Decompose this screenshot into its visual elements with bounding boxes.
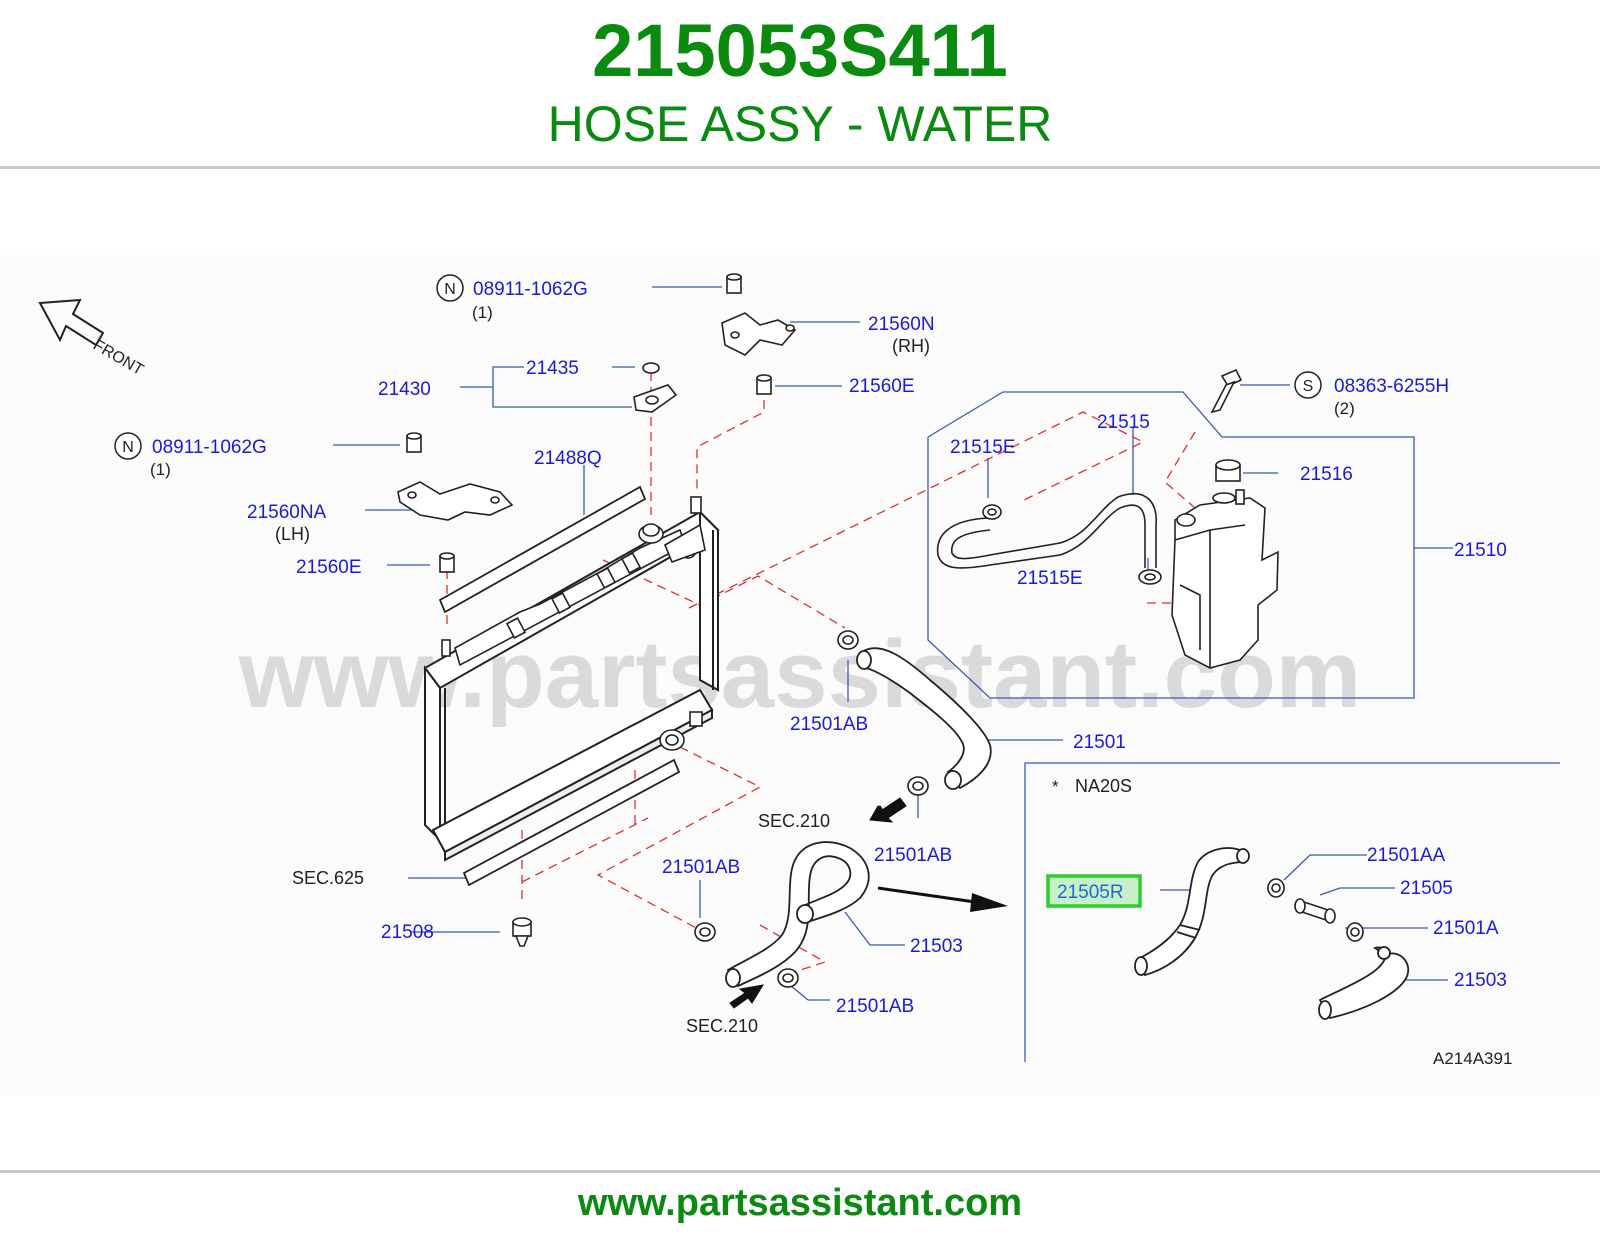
callout-21501ab-right[interactable]: 21501AB: [874, 845, 952, 866]
callout-21488q[interactable]: 21488Q: [534, 448, 602, 469]
reservoir-cap-21516: [1215, 459, 1241, 482]
callout-21516[interactable]: 21516: [1300, 464, 1353, 485]
callout-21515[interactable]: 21515: [1097, 412, 1150, 433]
detail-clamp-21501aa: [1267, 878, 1285, 898]
upper-hose-21501: [856, 647, 992, 790]
detail-hose-21505r: [1134, 847, 1250, 977]
callout-sec210-top[interactable]: SEC.210: [758, 811, 830, 831]
detail-connector-21505: [1294, 898, 1336, 924]
footer-divider: [0, 1170, 1600, 1173]
parts-diagram: www.partsassistant.com FRONT: [0, 255, 1600, 1095]
radiator-top-tank: [454, 528, 686, 667]
radiator-outlet: [659, 711, 703, 751]
callout-qty-top: (1): [472, 303, 493, 322]
callout-21435[interactable]: 21435: [526, 358, 579, 379]
callout-qty-bolt: (2): [1334, 399, 1355, 418]
reservoir-tank-21510: [1171, 489, 1279, 669]
callout-qty-left: (1): [150, 460, 171, 479]
cap-plate-21430: [633, 384, 678, 413]
radiator-cap: [638, 496, 706, 564]
detail-clamp-21501a: [1346, 922, 1364, 942]
clamp-21515e-top: [982, 504, 1002, 520]
callout-21508[interactable]: 21508: [381, 922, 434, 943]
clamp-21501ab-mid: [837, 630, 859, 650]
arrow-to-sec210-top-icon: [869, 797, 907, 823]
callout-na20s-star: *: [1052, 777, 1059, 796]
detail-box-outline: [1024, 762, 1560, 1062]
marker-n-top-icon: N: [436, 274, 464, 302]
callout-08911-1062g-top[interactable]: 08911-1062G: [473, 279, 588, 300]
svg-text:N: N: [444, 281, 456, 298]
callout-21501ab-bottom[interactable]: 21501AB: [836, 996, 914, 1017]
callout-rh: (RH): [892, 336, 930, 356]
callout-21503-right[interactable]: 21503: [1454, 970, 1507, 991]
callout-21560n[interactable]: 21560N: [868, 314, 935, 335]
callout-sec625[interactable]: SEC.625: [292, 868, 364, 888]
callout-21430[interactable]: 21430: [378, 379, 431, 400]
bottom-strip-sec625: [462, 758, 681, 887]
arrow-to-sec210-bottom-icon: [729, 984, 765, 1009]
callout-21505[interactable]: 21505: [1400, 878, 1453, 899]
detail-hose-21503: [1318, 946, 1410, 1020]
page-header: 215053S411 HOSE ASSY - WATER: [0, 0, 1600, 168]
seal-21435: [642, 362, 660, 374]
callout-08911-1062g-left[interactable]: 08911-1062G: [152, 437, 267, 458]
drain-plug-21508: [512, 917, 532, 947]
callout-21515e-top[interactable]: 21515E: [950, 437, 1016, 458]
callout-sec210-bottom[interactable]: SEC.210: [686, 1016, 758, 1036]
callout-21501[interactable]: 21501: [1073, 732, 1126, 753]
callout-21501aa[interactable]: 21501AA: [1367, 845, 1446, 866]
callout-21515e-bottom[interactable]: 21515E: [1017, 568, 1083, 589]
part-description: HOSE ASSY - WATER: [547, 96, 1053, 152]
callout-21501ab-left[interactable]: 21501AB: [662, 857, 740, 878]
clamp-21501ab-right: [907, 776, 929, 796]
bolt-08363: [1210, 368, 1243, 414]
radiator-pin-left: [441, 639, 451, 657]
arrow-to-detail-icon: [877, 886, 1008, 912]
nut-08911-top: [726, 273, 742, 294]
front-arrow-icon: [38, 298, 105, 347]
callout-21503[interactable]: 21503: [910, 936, 963, 957]
highlight-21505r[interactable]: [1046, 874, 1142, 908]
bracket-21560na: [397, 481, 514, 521]
reference-code: A214A391: [1433, 1049, 1512, 1068]
callout-08363-6255h[interactable]: 08363-6255H: [1334, 376, 1449, 397]
nut-08911-left: [406, 432, 422, 453]
svg-text:N: N: [122, 439, 134, 456]
footer-url-link[interactable]: www.partsassistant.com: [577, 1182, 1023, 1224]
callout-lh: (LH): [275, 524, 310, 544]
svg-text:S: S: [1303, 378, 1314, 395]
marker-n-left-icon: N: [114, 432, 142, 460]
callout-21505r[interactable]: 21505R: [1057, 882, 1124, 903]
header-divider: [0, 166, 1600, 169]
clamp-21515e-bottom: [1138, 569, 1162, 585]
callout-21501ab-mid[interactable]: 21501AB: [790, 714, 868, 735]
seal-strip-21488q: [438, 485, 647, 614]
reservoir-group-outline: [927, 391, 1415, 699]
callout-21510[interactable]: 21510: [1454, 540, 1507, 561]
grommet-21560e-top: [756, 374, 772, 395]
part-number-title: 215053S411: [592, 9, 1008, 92]
callout-na20s: NA20S: [1075, 776, 1132, 796]
callout-21501a[interactable]: 21501A: [1433, 918, 1499, 939]
bracket-21560n: [721, 312, 797, 356]
callout-21560e-left[interactable]: 21560E: [296, 557, 362, 578]
clamp-21501ab-bottom: [777, 968, 799, 988]
lower-hose-21503: [725, 841, 870, 988]
grommet-21560e-left: [439, 552, 455, 573]
callout-21560na[interactable]: 21560NA: [247, 502, 327, 523]
marker-s-icon: S: [1294, 371, 1322, 399]
overflow-hose-21515: [936, 492, 1158, 569]
callout-21560e-top[interactable]: 21560E: [849, 376, 915, 397]
clamp-21501ab-left: [694, 922, 716, 942]
